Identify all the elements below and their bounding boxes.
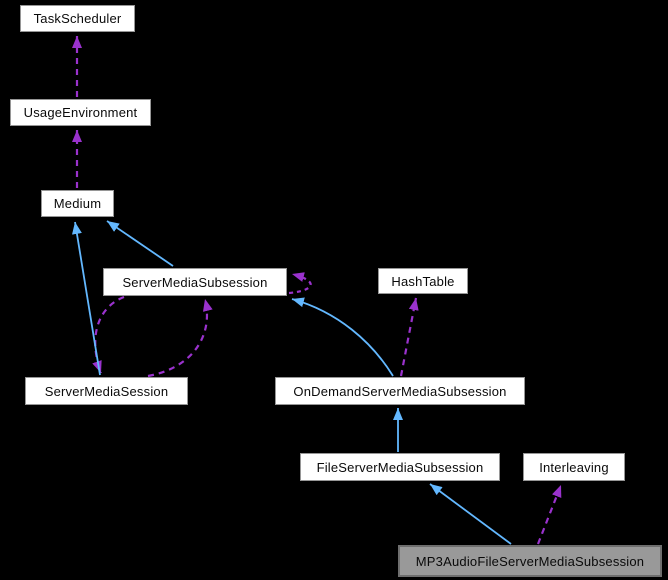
edge-servermediasession-to-medium xyxy=(72,221,101,376)
edge-ondemand-to-hashtable xyxy=(399,297,419,377)
edge-servermediasubsession-to-servermediasession xyxy=(92,295,125,374)
node-medium[interactable]: Medium xyxy=(41,190,114,217)
node-ondemandservermediasubsession[interactable]: OnDemandServerMediaSubsession xyxy=(275,377,525,405)
node-servermediasubsession[interactable]: ServerMediaSubsession xyxy=(103,268,287,296)
edge-ondemand-to-servermediasubsession xyxy=(291,297,394,377)
node-servermediasession[interactable]: ServerMediaSession xyxy=(25,377,188,405)
edge-mp3-to-fileserver xyxy=(429,483,512,545)
node-taskscheduler[interactable]: TaskScheduler xyxy=(20,5,135,32)
edge-servermediasession-to-servermediasubsession xyxy=(147,298,213,378)
edge-mp3-to-interleaving xyxy=(536,484,563,545)
node-hashtable[interactable]: HashTable xyxy=(378,268,468,294)
node-fileservermediasubsession[interactable]: FileServerMediaSubsession xyxy=(300,453,500,481)
node-interleaving[interactable]: Interleaving xyxy=(523,453,625,481)
node-mp3audiofileservermediasubsession[interactable]: MP3AudioFileServerMediaSubsession xyxy=(398,545,662,577)
edge-servermediasubsession-to-medium xyxy=(106,220,174,267)
node-usageenvironment[interactable]: UsageEnvironment xyxy=(10,99,151,126)
edge-servermediasubsession-self-loop xyxy=(288,272,312,295)
